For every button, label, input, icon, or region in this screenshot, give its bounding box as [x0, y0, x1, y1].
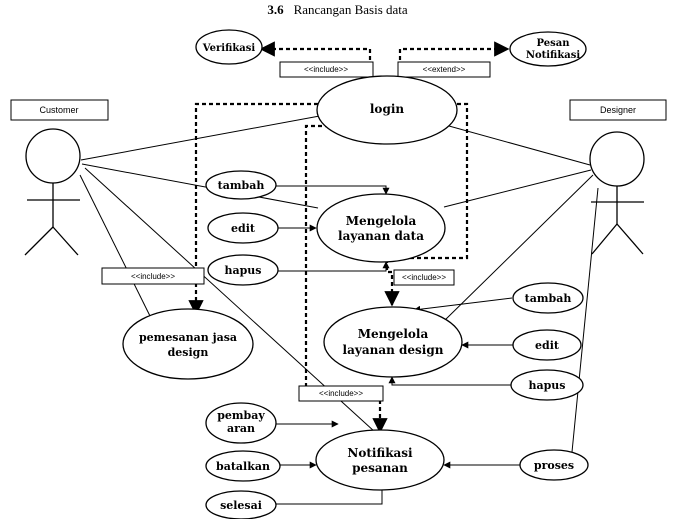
section-title: Rancangan Basis data: [293, 2, 408, 17]
use-case-proses: proses: [519, 449, 589, 481]
svg-text:edit: edit: [535, 339, 560, 352]
svg-text:pembay: pembay: [217, 409, 265, 422]
svg-text:tambah: tambah: [218, 179, 265, 192]
svg-text:pemesanan jasa: pemesanan jasa: [139, 331, 237, 344]
customer-label-box: [10, 99, 109, 121]
svg-text:hapus: hapus: [528, 379, 565, 392]
include-design-box: <<include>>: [393, 269, 455, 286]
designer-actor: [589, 131, 645, 255]
use-case-mengelola-layanan-data: Mengelola layanan data: [316, 193, 446, 263]
svg-text:<<include>>: <<include>>: [131, 272, 175, 281]
svg-text:<<include>>: <<include>>: [402, 273, 446, 282]
svg-text:layanan data: layanan data: [338, 229, 424, 243]
use-case-pembayaran: pembay aran: [205, 402, 277, 444]
designer-actor-label: Designer: [600, 105, 636, 115]
use-case-edit-design: edit: [512, 329, 582, 361]
svg-text:<<include>>: <<include>>: [304, 65, 348, 74]
use-case-selesai: selesai: [205, 490, 277, 519]
svg-text:Verifikasi: Verifikasi: [202, 43, 256, 54]
include-notifikasi-box: <<include>>: [298, 385, 384, 402]
svg-text:tambah: tambah: [525, 292, 572, 305]
section-heading: 3.6 Rancangan Basis data: [0, 2, 675, 18]
svg-text:pesanan: pesanan: [352, 461, 408, 475]
section-number: 3.6: [267, 2, 284, 17]
use-case-pemesanan-jasa-design: pemesanan jasa design: [122, 308, 254, 380]
use-case-hapus-design: hapus: [510, 369, 584, 401]
svg-text:Mengelola: Mengelola: [358, 327, 429, 341]
svg-text:batalkan: batalkan: [216, 460, 270, 473]
svg-text:edit: edit: [231, 222, 256, 235]
use-case-hapus-data: hapus: [207, 254, 279, 286]
svg-text:<<extend>>: <<extend>>: [423, 65, 466, 74]
extend-notifikasi-box: <<extend>>: [397, 61, 491, 78]
svg-text:Notifikasi: Notifikasi: [526, 50, 581, 61]
svg-text:selesai: selesai: [220, 499, 262, 512]
svg-text:design: design: [168, 346, 209, 359]
use-case-pesan-notifikasi: Pesan Notifikasi: [509, 31, 587, 67]
svg-text:<<include>>: <<include>>: [319, 389, 363, 398]
use-case-mengelola-layanan-design: Mengelola layanan design: [323, 306, 463, 378]
svg-text:hapus: hapus: [224, 264, 261, 277]
svg-text:layanan design: layanan design: [343, 343, 444, 357]
customer-actor-label: Customer: [39, 105, 78, 115]
designer-label-box: [569, 99, 667, 121]
use-case-batalkan: batalkan: [205, 450, 281, 482]
svg-text:aran: aran: [227, 422, 255, 435]
use-case-tambah-design: tambah: [512, 282, 584, 314]
include-verifikasi-box: <<include>>: [279, 61, 374, 78]
customer-actor: [24, 128, 81, 256]
use-case-edit-data: edit: [207, 212, 279, 244]
use-case-tambah-data: tambah: [205, 170, 277, 200]
svg-text:login: login: [370, 102, 405, 116]
svg-text:Mengelola: Mengelola: [346, 214, 417, 228]
arrows: [276, 185, 521, 505]
use-case-notifikasi-pesanan: Notifikasi pesanan: [315, 429, 445, 491]
use-case-login: login: [316, 75, 458, 145]
svg-text:Pesan: Pesan: [537, 38, 571, 49]
include-pemesanan-box: <<include>>: [101, 267, 205, 285]
svg-text:proses: proses: [534, 459, 574, 472]
use-case-verifikasi: Verifikasi: [195, 29, 263, 65]
svg-text:Notifikasi: Notifikasi: [347, 446, 413, 460]
